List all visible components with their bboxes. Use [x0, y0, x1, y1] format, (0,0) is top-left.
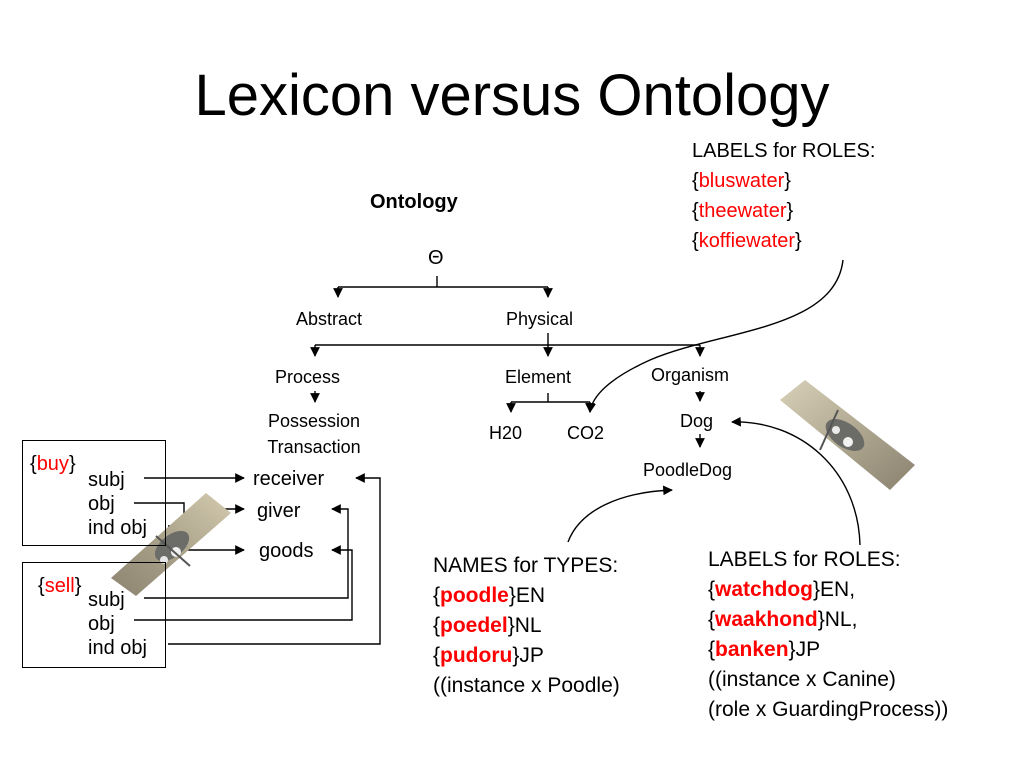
water-label-word: theewater — [698, 200, 787, 222]
slide-title: Lexicon versus Ontology — [194, 63, 830, 128]
water-label-item: {theewater} — [692, 200, 794, 222]
node-h2o: H20 — [489, 423, 523, 443]
buy-slot-indobj: ind obj — [88, 517, 147, 539]
names-lang: EN — [515, 584, 546, 607]
node-possession-transaction: Possession Transaction — [254, 410, 374, 458]
names-item: {poodle}EN — [433, 584, 546, 607]
ontology-heading: Ontology — [370, 191, 458, 213]
names-word: poedel — [440, 614, 508, 637]
names-item: {poedel}NL — [433, 614, 542, 637]
dog-label-word: waakhond — [715, 608, 818, 631]
sell-slot-obj: obj — [88, 613, 115, 635]
water-label-word: bluswater — [698, 170, 785, 192]
node-poodledog: PoodleDog — [643, 460, 733, 480]
node-dog: Dog — [680, 411, 714, 431]
role-goods: goods — [259, 540, 314, 562]
names-word: pudoru — [440, 644, 513, 667]
names-heading: NAMES for TYPES: — [433, 554, 619, 577]
dog-labels-heading: LABELS for ROLES: — [708, 548, 901, 571]
names-lang: JP — [519, 644, 544, 667]
dog-label-word: banken — [715, 638, 789, 661]
role-giver: giver — [257, 500, 301, 522]
buy-slot-obj: obj — [88, 493, 115, 515]
water-label-item: {bluswater} — [692, 170, 791, 192]
node-transaction: Transaction — [267, 437, 361, 457]
dog-role-labels: LABELS for ROLES: {watchdog}EN, {waakhon… — [708, 545, 948, 725]
sell-frame-box — [22, 562, 166, 668]
node-possession: Possession — [267, 411, 361, 431]
sell-word: {sell} — [38, 575, 82, 597]
buy-word-text: buy — [36, 453, 69, 475]
node-organism: Organism — [651, 365, 730, 385]
sell-slot-indobj: ind obj — [88, 637, 147, 659]
buy-word: {buy} — [30, 453, 76, 475]
node-element: Element — [505, 367, 572, 387]
water-labels-heading: LABELS for ROLES: — [692, 140, 876, 162]
sell-word-text: sell — [44, 575, 75, 597]
dog-label-lang: NL, — [824, 608, 858, 631]
theta-root: Θ — [428, 247, 444, 269]
water-label-word: koffiewater — [698, 230, 796, 252]
node-physical: Physical — [506, 309, 574, 329]
names-lang: NL — [514, 614, 542, 637]
dog-photo — [780, 380, 915, 490]
water-label-item: {koffiewater} — [692, 230, 802, 252]
water-labels: LABELS for ROLES: {bluswater} {theewater… — [692, 136, 875, 256]
dog-labels-instance: ((instance x Canine) — [708, 668, 896, 691]
dog-photo — [111, 493, 231, 596]
dog-label-item: {watchdog}EN, — [708, 578, 856, 601]
dog-label-lang: EN, — [820, 578, 856, 601]
names-for-types: NAMES for TYPES: {poodle}EN {poedel}NL {… — [433, 551, 620, 701]
node-abstract: Abstract — [296, 309, 363, 329]
dog-labels-role: (role x GuardingProcess)) — [708, 698, 949, 721]
dog-label-word: watchdog — [715, 578, 814, 601]
buy-frame-box — [22, 440, 166, 546]
names-item: {pudoru}JP — [433, 644, 544, 667]
buy-slot-subj: subj — [88, 469, 125, 491]
node-co2: CO2 — [567, 423, 605, 443]
dog-label-item: {waakhond}NL, — [708, 608, 858, 631]
dog-label-lang: JP — [795, 638, 821, 661]
node-process: Process — [275, 367, 341, 387]
role-receiver: receiver — [253, 468, 325, 490]
sell-slot-subj: subj — [88, 589, 125, 611]
dog-label-item: {banken}JP — [708, 638, 821, 661]
names-instance: ((instance x Poodle) — [433, 674, 620, 697]
names-word: poodle — [440, 584, 509, 607]
